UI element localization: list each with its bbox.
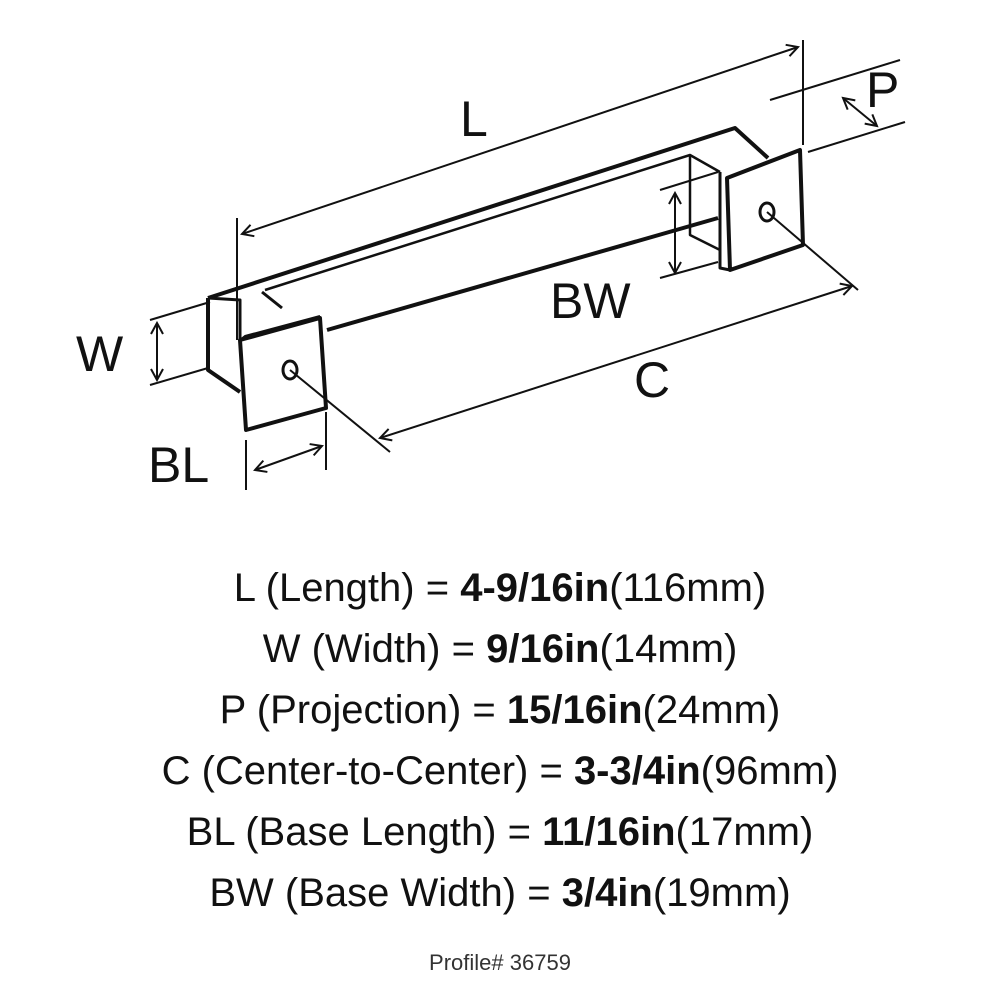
spec-length: L (Length) = 4-9/16in(116mm) xyxy=(233,566,767,610)
spec-center-to-center: C (Center-to-Center) = 3-3/4in(96mm) xyxy=(161,749,839,793)
label-P: P xyxy=(866,62,899,118)
label-W: W xyxy=(76,326,124,382)
spec-base-width: BW (Base Width) = 3/4in(19mm) xyxy=(209,871,791,915)
profile-number: Profile# 36759 xyxy=(429,950,571,975)
spec-list: L (Length) = 4-9/16in(116mm) W (Width) =… xyxy=(0,558,1000,924)
label-L: L xyxy=(460,91,488,147)
spec-base-length: BL (Base Length) = 11/16in(17mm) xyxy=(186,810,814,854)
label-BW: BW xyxy=(550,273,631,329)
handle-drawing: L P W BW C BL xyxy=(76,40,906,493)
spec-width: W (Width) = 9/16in(14mm) xyxy=(262,627,738,671)
dimension-lines xyxy=(149,40,906,490)
label-C: C xyxy=(634,352,670,408)
label-BL: BL xyxy=(148,437,209,493)
spec-projection: P (Projection) = 15/16in(24mm) xyxy=(219,688,781,732)
